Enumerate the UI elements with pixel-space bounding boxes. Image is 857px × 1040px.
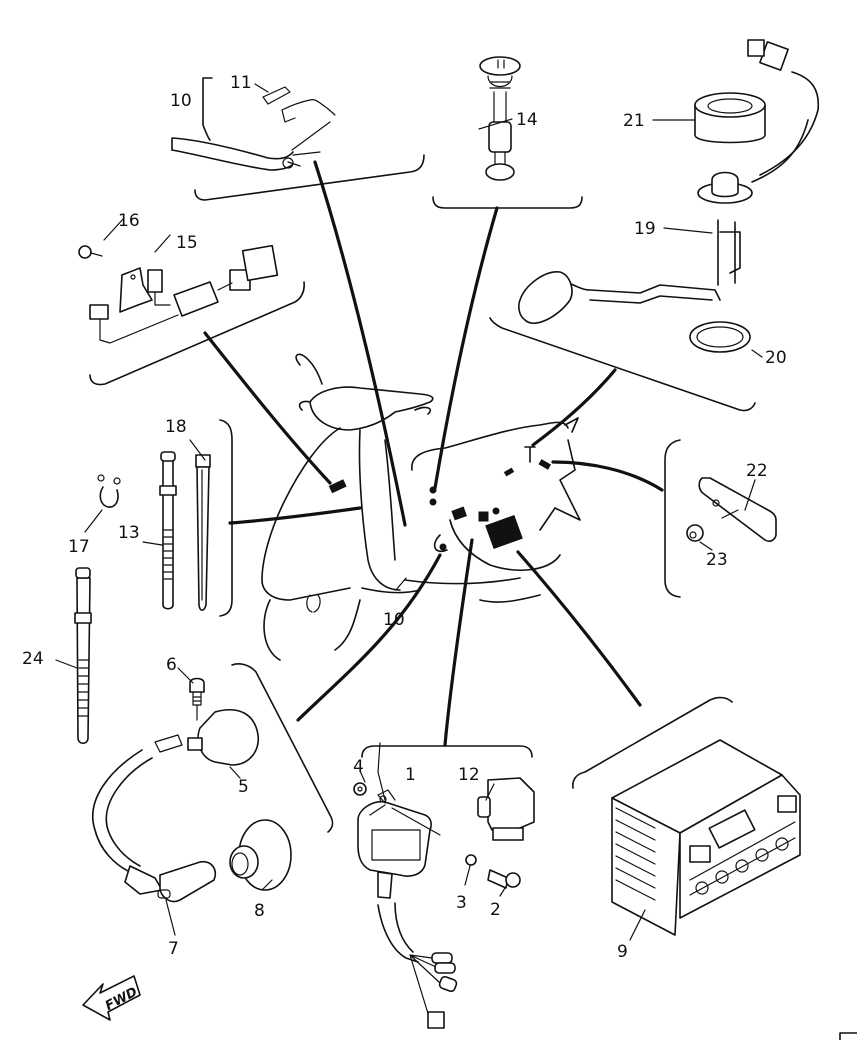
callout-24: 24 [22, 649, 44, 669]
callout-14: 14 [516, 110, 538, 130]
part-switch-14 [479, 56, 521, 181]
callout-12: 12 [458, 765, 480, 785]
scooter-components [328, 446, 552, 551]
callout-13: 13 [118, 523, 140, 543]
part-plate [686, 477, 777, 542]
fwd-direction-arrow: FWD [82, 975, 141, 1021]
callout-leaders [55, 83, 763, 941]
part-wire-harness [171, 77, 336, 171]
leader-lines [203, 160, 664, 747]
callout-11: 11 [230, 73, 252, 93]
part-sensor-switch [78, 244, 279, 344]
callout-8: 8 [254, 901, 265, 921]
callout-21: 21 [623, 111, 645, 131]
callout-9: 9 [617, 942, 628, 962]
part-bands [74, 451, 211, 745]
callout-1: 1 [405, 765, 416, 785]
callout-19: 19 [634, 219, 656, 239]
callout-16: 16 [118, 211, 140, 231]
callout-20: 20 [765, 348, 787, 368]
part-fuel-sender [518, 39, 820, 353]
scooter-body-outline [261, 353, 581, 661]
part-cdi-unit [353, 777, 535, 1029]
page-corner-mark [839, 1032, 857, 1040]
callout-17: 17 [68, 537, 90, 557]
part-battery [611, 739, 801, 936]
group-brackets [89, 154, 756, 833]
callout-labels: 10 11 14 21 19 20 16 15 18 17 13 24 6 5 … [22, 73, 787, 962]
callout-23: 23 [706, 550, 728, 570]
callout-4: 4 [353, 757, 364, 777]
callout-7: 7 [168, 939, 179, 959]
callout-15: 15 [176, 233, 198, 253]
callout-10a: 10 [170, 91, 192, 111]
callout-18: 18 [165, 417, 187, 437]
callout-2: 2 [490, 900, 501, 920]
callout-3: 3 [456, 893, 467, 913]
part-ignition-coil [92, 677, 292, 903]
callout-22: 22 [746, 461, 768, 481]
callout-6: 6 [166, 655, 177, 675]
callout-10b: 10 [383, 610, 405, 630]
callout-5: 5 [238, 777, 249, 797]
